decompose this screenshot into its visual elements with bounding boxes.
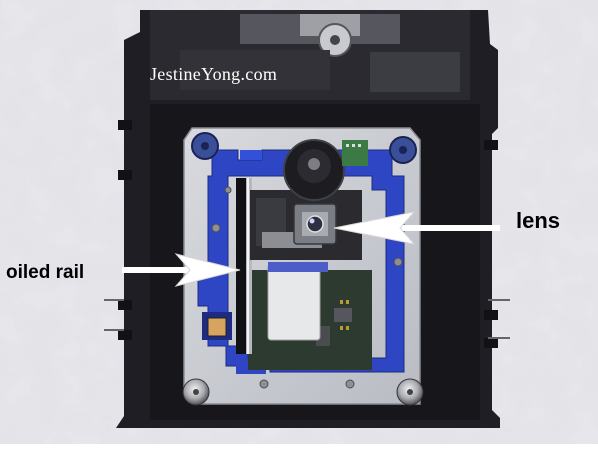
tray-ribs: [118, 120, 498, 348]
loader-cover: [180, 50, 330, 90]
spindle-shaft: [308, 158, 320, 170]
lens-label: lens: [516, 208, 561, 233]
small-circuit-board: [342, 140, 368, 166]
corner-dampers: [191, 132, 417, 164]
watermark-text: JestineYong.com: [150, 64, 278, 84]
tray-pins: [104, 299, 510, 339]
pcb-pads: [340, 300, 349, 330]
board-pins: [346, 144, 361, 147]
lens-arrow: [333, 211, 500, 245]
laser-lens: [306, 215, 324, 233]
ribbon-connector: [268, 262, 328, 272]
limit-switch: [207, 317, 227, 337]
ribbon-cable: [267, 263, 321, 341]
oiled-rail-label: oiled rail: [6, 262, 85, 283]
corner-screws: [182, 378, 424, 406]
lens-glint: [309, 218, 315, 224]
rail-arrow: [122, 253, 241, 287]
rail-highlight: [247, 178, 249, 354]
frame-clip: [240, 150, 262, 160]
loader-side: [370, 52, 460, 92]
chassis-screws: [211, 186, 403, 389]
loader-gear-hub: [330, 35, 340, 45]
bottom-white-strip: [0, 444, 598, 460]
pcb-component: [334, 308, 352, 322]
